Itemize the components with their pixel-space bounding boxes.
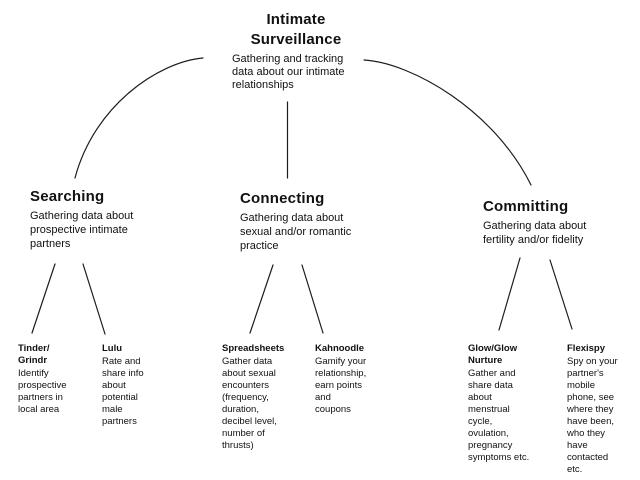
edge-searching-lulu	[82, 263, 106, 335]
leaf-title: Spreadsheets	[222, 343, 285, 354]
leaf-description: Gather and share data about menstrual cy…	[468, 368, 530, 463]
branch-connecting: Connecting Gathering data about sexual a…	[240, 190, 400, 253]
edge-connecting-spreadsheets	[249, 264, 274, 334]
edge-committing-glow	[498, 257, 521, 331]
edge-root-searching	[74, 57, 204, 179]
leaf-description: Spy on your partner's mobile phone, see …	[567, 356, 618, 475]
leaf-lulu: Lulu Rate and share info about potential…	[102, 343, 182, 428]
leaf-title: Flexispy	[567, 343, 606, 354]
leaf-spreadsheets: Spreadsheets Gather data about sexual en…	[222, 343, 302, 452]
leaf-description: Rate and share info about potential male…	[102, 356, 144, 427]
root-node: Intimate Surveillance Gathering and trac…	[225, 10, 367, 92]
branch-title: Committing	[483, 198, 569, 215]
branch-description: Gathering data about sexual and/or roman…	[240, 212, 352, 252]
leaf-title: Kahnoodle	[315, 343, 365, 354]
leaf-title: Lulu	[102, 343, 123, 354]
leaf-tinder-grindr: Tinder/ Grindr Identify prospective part…	[18, 343, 98, 416]
leaf-description: Gather data about sexual encounters (fre…	[222, 356, 277, 451]
edge-committing-flexispy	[549, 259, 573, 330]
leaf-flexispy: Flexispy Spy on your partner's mobile ph…	[567, 343, 640, 476]
branch-description: Gathering data about fertility and/or fi…	[483, 220, 587, 246]
edge-searching-tinder	[31, 263, 56, 334]
leaf-description: Identify prospective partners in local a…	[18, 368, 67, 415]
leaf-title: Tinder/ Grindr	[18, 343, 50, 366]
branch-description: Gathering data about prospective intimat…	[30, 210, 134, 250]
edge-connecting-kahnoodle	[301, 264, 324, 334]
leaf-kahnoodle: Kahnoodle Gamify your relationship, earn…	[315, 343, 395, 416]
branch-title: Searching	[30, 188, 105, 205]
branch-committing: Committing Gathering data about fertilit…	[483, 198, 640, 247]
edge-root-committing	[363, 59, 532, 186]
leaf-title: Glow/Glow Nurture	[468, 343, 518, 366]
root-title: Intimate Surveillance	[250, 11, 342, 48]
leaf-description: Gamify your relationship, earn points an…	[315, 356, 367, 415]
leaf-glow-nurture: Glow/Glow Nurture Gather and share data …	[468, 343, 548, 464]
root-description: Gathering and tracking data about our in…	[232, 53, 345, 91]
branch-title: Connecting	[240, 190, 325, 207]
branch-searching: Searching Gathering data about prospecti…	[30, 188, 190, 251]
